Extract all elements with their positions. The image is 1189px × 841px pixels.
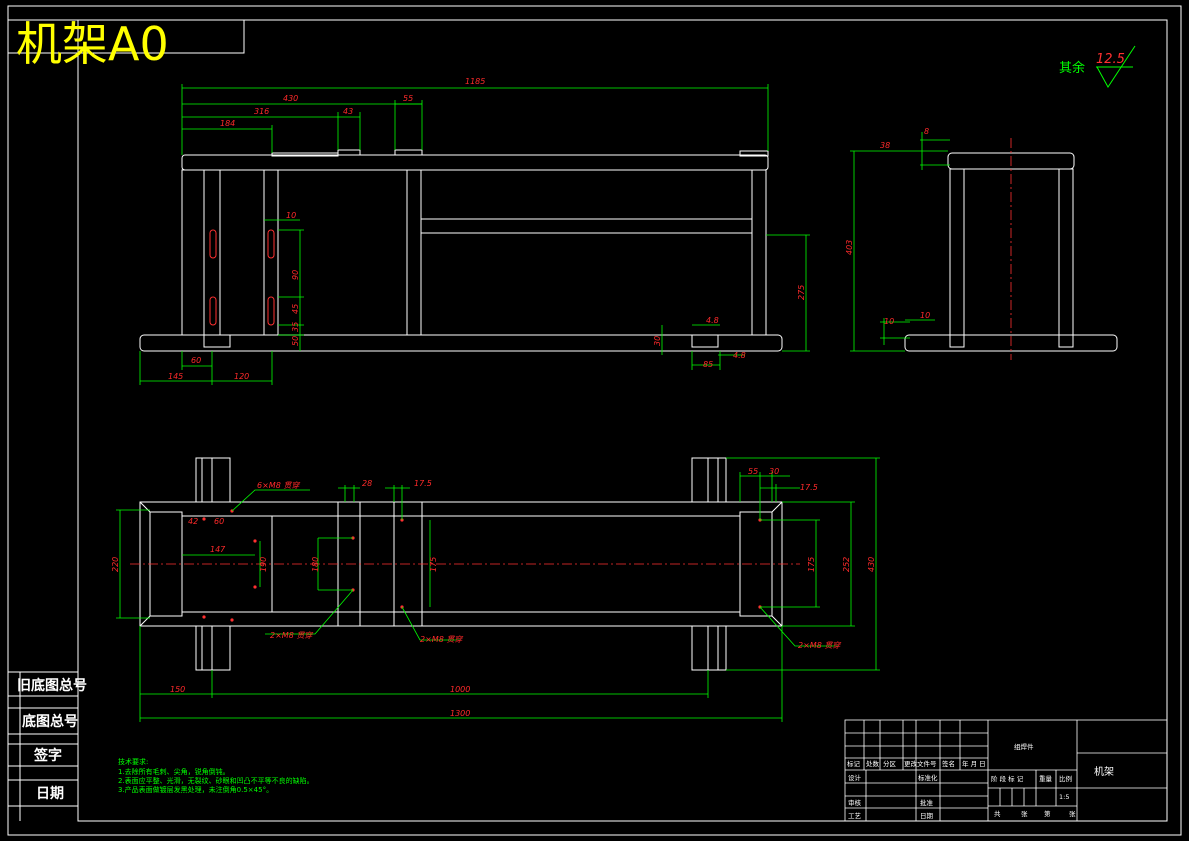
tb-standard: 标准化 bbox=[918, 773, 938, 782]
dim-4-8-bottom: 4.8 bbox=[733, 351, 746, 360]
top-holes bbox=[202, 509, 762, 622]
front-slots bbox=[209, 229, 275, 326]
drawing-title: 机架A0 bbox=[16, 17, 169, 71]
dim-85: 85 bbox=[703, 360, 713, 369]
tb-mid-date: 日期 bbox=[920, 812, 934, 820]
label-base-number: 底图总号 bbox=[22, 713, 78, 730]
callout-2xm8-c: 2×M8 贯穿 bbox=[798, 641, 841, 650]
dim-30-top: 30 bbox=[769, 467, 779, 476]
dim-403: 403 bbox=[845, 240, 854, 255]
roughness-symbol-icon bbox=[1096, 45, 1136, 88]
dim-4-8-top: 4.8 bbox=[706, 316, 719, 325]
dim-430-top: 430 bbox=[867, 557, 876, 572]
dim-60-top: 60 bbox=[214, 517, 224, 526]
front-view bbox=[139, 149, 783, 352]
dim-1000: 1000 bbox=[450, 685, 470, 694]
tb-number: 第 bbox=[1044, 809, 1051, 818]
dim-10-side-b: 10 bbox=[920, 311, 930, 320]
tb-stage-mark: 阶 段 标 记 bbox=[991, 774, 1024, 783]
label-date: 日期 bbox=[36, 786, 64, 802]
tb-scale-label: 比例 bbox=[1059, 774, 1072, 783]
roughness-value: 12.5 bbox=[1096, 52, 1125, 67]
title-block bbox=[844, 719, 1168, 822]
callout-2xm8-a: 2×M8 贯穿 bbox=[270, 631, 313, 640]
callout-6xm8: 6×M8 贯穿 bbox=[257, 481, 300, 490]
callout-2xm8-b: 2×M8 贯穿 bbox=[420, 635, 463, 644]
dim-17-5-b: 17.5 bbox=[800, 483, 818, 492]
tb-part-name: 机架 bbox=[1094, 765, 1114, 778]
dim-147: 147 bbox=[210, 545, 226, 554]
dim-430: 430 bbox=[283, 94, 298, 103]
dim-10-side-a: 10 bbox=[884, 317, 894, 326]
note-line-1: 1.去除所有毛刺、尖角，锐角倒钝。 bbox=[118, 767, 230, 776]
tb-h-date: 年 月 日 bbox=[962, 759, 986, 768]
tb-h-mark: 标记 bbox=[847, 759, 861, 768]
dim-10: 10 bbox=[286, 211, 296, 220]
tb-total: 共 bbox=[994, 809, 1001, 818]
tb-scale-value: 1:5 bbox=[1059, 793, 1069, 801]
tb-process: 工艺 bbox=[848, 812, 862, 820]
dim-50: 50 bbox=[291, 336, 300, 346]
dim-60: 60 bbox=[191, 356, 201, 365]
tb-h-sign: 签名 bbox=[942, 759, 955, 768]
dim-220: 220 bbox=[111, 557, 120, 572]
dim-1300: 1300 bbox=[450, 709, 470, 718]
dim-145: 145 bbox=[168, 372, 183, 381]
tb-weight: 重量 bbox=[1039, 775, 1053, 783]
roughness-label: 其余 bbox=[1059, 60, 1085, 76]
dim-175-right: 175 bbox=[807, 557, 816, 572]
dim-38: 38 bbox=[880, 141, 890, 150]
notes-title: 技术要求: bbox=[118, 757, 148, 766]
dim-316: 316 bbox=[254, 107, 269, 116]
front-dim-lines bbox=[139, 84, 810, 385]
dim-45: 45 bbox=[291, 304, 300, 314]
dim-1185: 1185 bbox=[465, 77, 485, 86]
dim-55: 55 bbox=[403, 94, 413, 103]
tb-sheet-a: 张 bbox=[1021, 809, 1028, 818]
dim-180: 180 bbox=[311, 557, 320, 572]
note-line-2: 2.表面应平整、光滑，无裂纹、砂眼和凹凸不平等不良的缺陷。 bbox=[118, 776, 314, 785]
dim-17-5-a: 17.5 bbox=[414, 479, 432, 488]
dim-35: 35 bbox=[291, 322, 300, 332]
dim-43: 43 bbox=[343, 107, 353, 116]
dim-275: 275 bbox=[797, 285, 806, 300]
side-strip bbox=[8, 671, 78, 821]
outer-border bbox=[7, 5, 1182, 836]
dim-55-top: 55 bbox=[748, 467, 758, 476]
dim-184: 184 bbox=[220, 119, 235, 128]
tb-review: 审核 bbox=[848, 798, 862, 807]
dim-42: 42 bbox=[188, 517, 198, 526]
dim-90: 90 bbox=[291, 270, 300, 280]
label-old-base-number: 旧底图总号 bbox=[17, 677, 87, 694]
dim-175-mid: 175 bbox=[429, 557, 438, 572]
side-dim-lines bbox=[850, 132, 950, 352]
title-box bbox=[7, 19, 245, 54]
dim-30: 30 bbox=[653, 336, 662, 346]
dim-252: 252 bbox=[842, 557, 851, 572]
dim-120: 120 bbox=[234, 372, 249, 381]
tb-h-changefile: 更改文件号 bbox=[904, 759, 937, 768]
tb-design: 设计 bbox=[848, 773, 862, 782]
dim-28: 28 bbox=[362, 479, 372, 488]
tb-approve: 批准 bbox=[920, 798, 934, 807]
tb-sheet-b: 张 bbox=[1069, 809, 1076, 818]
tb-h-zone: 分区 bbox=[883, 759, 897, 768]
tb-part-label: 组焊件 bbox=[1014, 742, 1034, 751]
label-signature: 签字 bbox=[33, 747, 62, 764]
tb-h-count: 处数 bbox=[866, 759, 880, 768]
inner-border bbox=[77, 19, 1168, 822]
dim-8: 8 bbox=[924, 127, 929, 136]
note-line-3: 3.产品表面做镀层发黑处理，未注倒角0.5×45°。 bbox=[118, 785, 273, 794]
dim-150: 150 bbox=[170, 685, 185, 694]
dim-190: 190 bbox=[259, 557, 268, 572]
top-dim-lines bbox=[116, 457, 880, 722]
